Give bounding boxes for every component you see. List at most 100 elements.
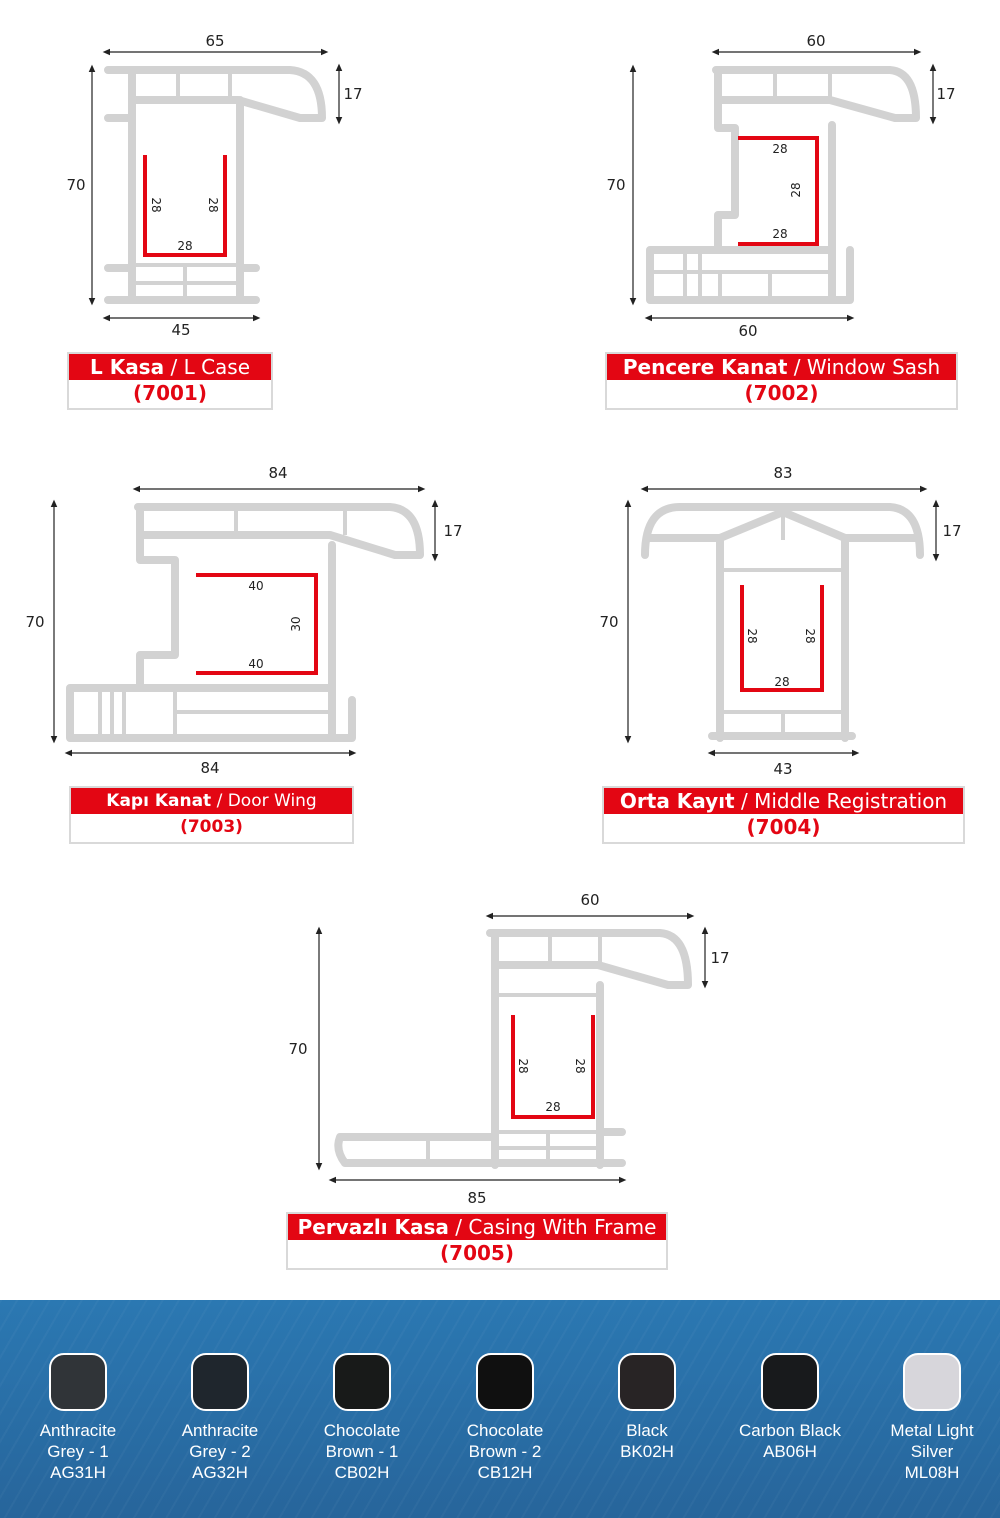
profile-7004: 83 17 70 43 28 28 28 xyxy=(599,464,961,778)
color-code: BK02H xyxy=(620,1442,674,1461)
color-chip xyxy=(903,1353,961,1411)
color-name: Anthracite xyxy=(39,1421,117,1440)
profile-code: (7004) xyxy=(746,815,821,839)
color-name: Chocolate xyxy=(323,1421,401,1440)
color-code: CB02H xyxy=(334,1463,390,1482)
svg-text:28: 28 xyxy=(803,628,817,643)
profile-code: (7002) xyxy=(744,381,819,405)
color-name-2: Silver xyxy=(910,1442,954,1461)
name-en: Middle Registration xyxy=(754,789,948,813)
profile-code: (7001) xyxy=(133,381,207,405)
profile-diagrams: 65 17 70 45 28 28 28 60 17 70 60 28 28 2… xyxy=(25,32,961,1207)
svg-text:28: 28 xyxy=(545,1100,560,1114)
name-tr: Pervazlı Kasa xyxy=(297,1215,449,1239)
name-tr: L Kasa xyxy=(89,355,165,379)
svg-text:84: 84 xyxy=(268,464,287,482)
name-tr: Kapı Kanat xyxy=(106,791,212,811)
color-name-2: Grey - 2 xyxy=(189,1442,251,1461)
name-en: Casing With Frame xyxy=(468,1215,657,1239)
svg-text:60: 60 xyxy=(806,32,825,50)
svg-text:65: 65 xyxy=(205,32,224,50)
color-name: Chocolate xyxy=(466,1421,544,1440)
color-chip xyxy=(333,1353,391,1411)
svg-text:28: 28 xyxy=(745,628,759,643)
svg-text:60: 60 xyxy=(738,322,757,340)
svg-text:40: 40 xyxy=(248,657,263,671)
name-en: L Case xyxy=(183,355,251,379)
color-name: Anthracite xyxy=(181,1421,259,1440)
svg-text:45: 45 xyxy=(171,321,190,339)
separator: / xyxy=(170,355,178,379)
svg-text:28: 28 xyxy=(516,1058,530,1073)
svg-text:84: 84 xyxy=(200,759,219,777)
color-name-2: Brown - 1 xyxy=(325,1442,399,1461)
color-code: AG32H xyxy=(192,1463,248,1482)
svg-text:70: 70 xyxy=(288,1040,307,1058)
separator: / xyxy=(455,1215,463,1239)
svg-text:30: 30 xyxy=(289,616,303,631)
svg-text:83: 83 xyxy=(773,464,792,482)
svg-text:85: 85 xyxy=(467,1189,486,1207)
color-chip xyxy=(191,1353,249,1411)
profile-7003: 84 17 70 84 40 30 40 xyxy=(25,464,462,777)
color-chip xyxy=(618,1353,676,1411)
profile-label-7005: Pervazlı Kasa / Casing With Frame (7005) xyxy=(286,1212,668,1270)
name-tr: Pencere Kanat xyxy=(622,355,788,379)
color-code: CB12H xyxy=(477,1463,533,1482)
svg-text:70: 70 xyxy=(599,613,618,631)
svg-text:17: 17 xyxy=(343,85,362,103)
profile-7002: 60 17 70 60 28 28 28 xyxy=(606,32,955,340)
profile-7005: 60 17 70 85 28 28 28 xyxy=(288,891,729,1207)
profile-label-7003: Kapı Kanat / Door Wing (7003) xyxy=(69,786,354,844)
svg-text:17: 17 xyxy=(942,522,961,540)
profile-code: (7003) xyxy=(180,817,243,837)
color-code: AB06H xyxy=(763,1442,817,1461)
svg-text:70: 70 xyxy=(25,613,44,631)
color-name-2: Brown - 2 xyxy=(468,1442,542,1461)
separator: / xyxy=(793,355,801,379)
color-code: AG31H xyxy=(50,1463,106,1482)
svg-text:43: 43 xyxy=(773,760,792,778)
svg-text:60: 60 xyxy=(580,891,599,909)
svg-text:28: 28 xyxy=(149,197,163,212)
svg-text:28: 28 xyxy=(772,142,787,156)
svg-text:17: 17 xyxy=(443,522,462,540)
name-tr: Orta Kayıt xyxy=(619,789,735,813)
profile-label-7001: L Kasa / L Case (7001) xyxy=(67,352,273,410)
profile-label-7002: Pencere Kanat / Window Sash (7002) xyxy=(605,352,958,410)
color-name: Metal Light xyxy=(890,1421,974,1440)
svg-text:28: 28 xyxy=(774,675,789,689)
svg-text:28: 28 xyxy=(573,1058,587,1073)
color-chip xyxy=(761,1353,819,1411)
color-name: Carbon Black xyxy=(738,1421,842,1440)
svg-text:28: 28 xyxy=(177,239,192,253)
svg-text:28: 28 xyxy=(206,197,220,212)
svg-text:40: 40 xyxy=(248,579,263,593)
color-chip xyxy=(476,1353,534,1411)
name-en: Window Sash xyxy=(806,355,941,379)
color-chip xyxy=(49,1353,107,1411)
svg-text:28: 28 xyxy=(789,182,803,197)
svg-text:70: 70 xyxy=(606,176,625,194)
color-name: Black xyxy=(626,1421,668,1440)
profile-label-7004: Orta Kayıt / Middle Registration (7004) xyxy=(602,786,965,844)
svg-text:17: 17 xyxy=(710,949,729,967)
svg-text:70: 70 xyxy=(66,176,85,194)
profile-code: (7005) xyxy=(440,1241,514,1265)
separator: / xyxy=(740,789,748,813)
separator: / xyxy=(216,791,223,811)
svg-text:17: 17 xyxy=(936,85,955,103)
profile-7001: 65 17 70 45 28 28 28 xyxy=(66,32,362,339)
svg-text:28: 28 xyxy=(772,227,787,241)
color-name-2: Grey - 1 xyxy=(47,1442,109,1461)
color-code: ML08H xyxy=(904,1463,960,1482)
name-en: Door Wing xyxy=(227,791,317,811)
